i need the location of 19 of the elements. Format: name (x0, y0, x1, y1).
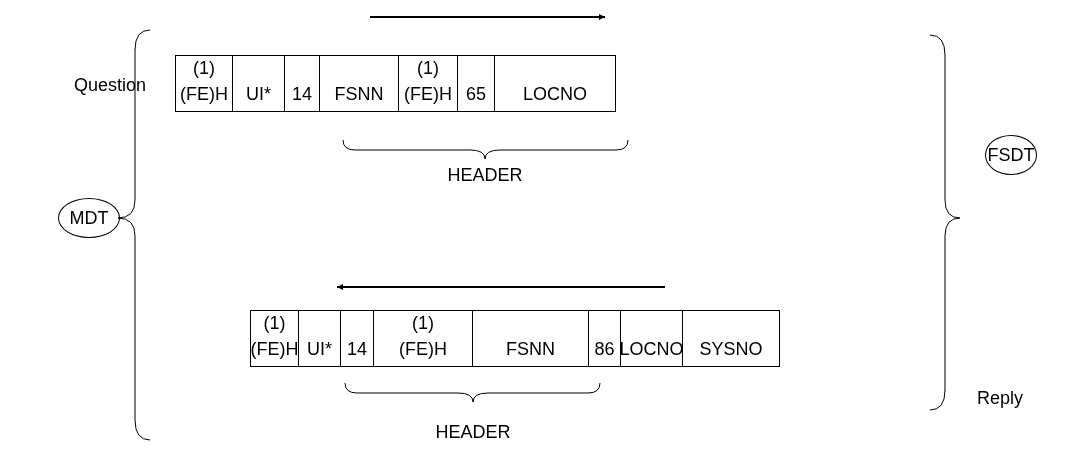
frame-field: FSNN (319, 55, 399, 112)
frame-field: UI* (298, 310, 341, 367)
frame-field: LOCNO (494, 55, 616, 112)
frame-field: SYSNO (682, 310, 780, 367)
reply-label: Reply (977, 387, 1023, 409)
frame-field: 86 (588, 310, 621, 367)
frame-field: 65 (457, 55, 495, 112)
question-label: Question (74, 74, 146, 96)
frame-field: 14 (284, 55, 320, 112)
frame-field: FSNN (472, 310, 589, 367)
frame-field: UI* (232, 55, 285, 112)
frame-field: (1) (FE)H (250, 310, 299, 367)
frame-field: (1) (FE)H (373, 310, 473, 367)
frame-field: 14 (340, 310, 374, 367)
header-label: HEADER (435, 421, 511, 443)
frame-field: (1) (FE)H (398, 55, 458, 112)
header-label: HEADER (447, 164, 523, 186)
frame-field: (1) (FE)H (175, 55, 233, 112)
frame-field: LOCNO (620, 310, 683, 367)
